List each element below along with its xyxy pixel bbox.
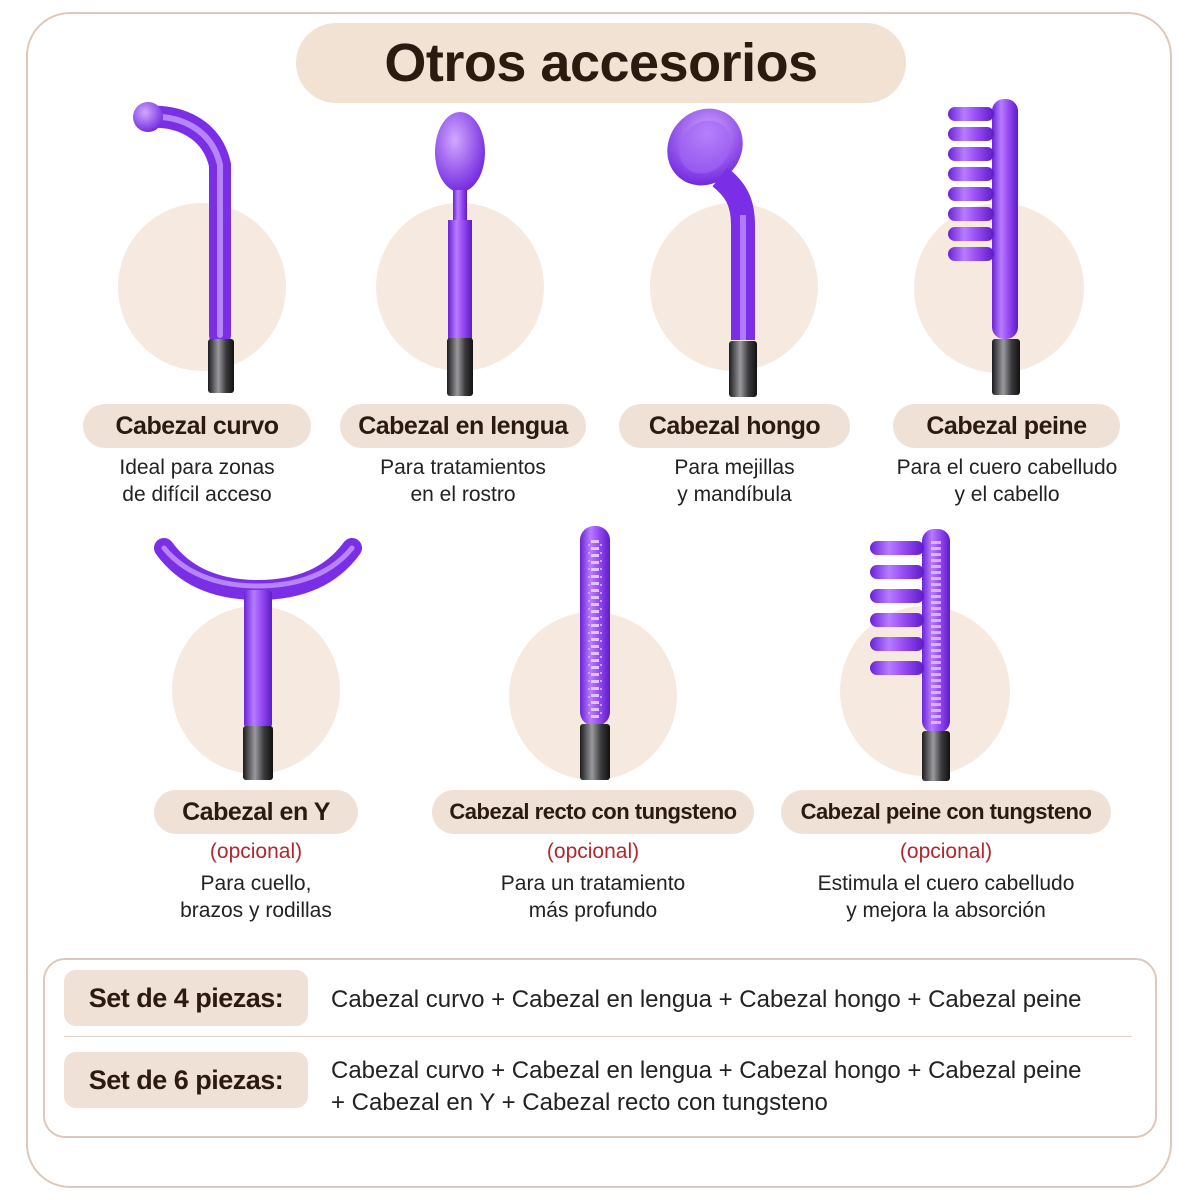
- optional-tag: (opcional): [546, 840, 640, 863]
- accessory-description: Para cuello,brazos y rodillas: [180, 872, 332, 922]
- accessory-name: Cabezal en Y: [154, 790, 358, 834]
- set-4-contents: Cabezal curvo + Cabezal en lengua + Cabe…: [331, 986, 1082, 1013]
- curved-wand-icon: [133, 102, 234, 393]
- set-6-contents: Cabezal curvo + Cabezal en lengua + Cabe…: [331, 1057, 1082, 1116]
- mushroom-wand-icon: [667, 108, 757, 397]
- accessory-name: Cabezal peine con tungsteno: [781, 790, 1111, 834]
- sets-panel: [43, 958, 1157, 1138]
- optional-tag: (opcional): [899, 840, 993, 863]
- y-wand-icon: [154, 538, 362, 780]
- straight-tungsten-wand-icon: [580, 526, 610, 780]
- page-title: Otros accesorios: [296, 23, 906, 103]
- tungsten-comb-wand-icon: [870, 529, 950, 781]
- comb-wand-icon: [948, 99, 1020, 395]
- accessory-name: Cabezal curvo: [83, 404, 311, 448]
- accessory-name: Cabezal peine: [893, 404, 1120, 448]
- bg-circle: [118, 203, 286, 371]
- accessory-name: Cabezal hongo: [619, 404, 850, 448]
- divider: [64, 1036, 1132, 1037]
- set-4-label: Set de 4 piezas:: [64, 970, 308, 1026]
- tongue-wand-icon: [435, 112, 485, 396]
- accessory-name: Cabezal en lengua: [340, 404, 586, 448]
- optional-tag: (opcional): [209, 840, 303, 863]
- set-6-label: Set de 6 piezas:: [64, 1052, 308, 1108]
- accessory-name: Cabezal recto con tungsteno: [432, 790, 754, 834]
- outer-frame: [26, 12, 1172, 1188]
